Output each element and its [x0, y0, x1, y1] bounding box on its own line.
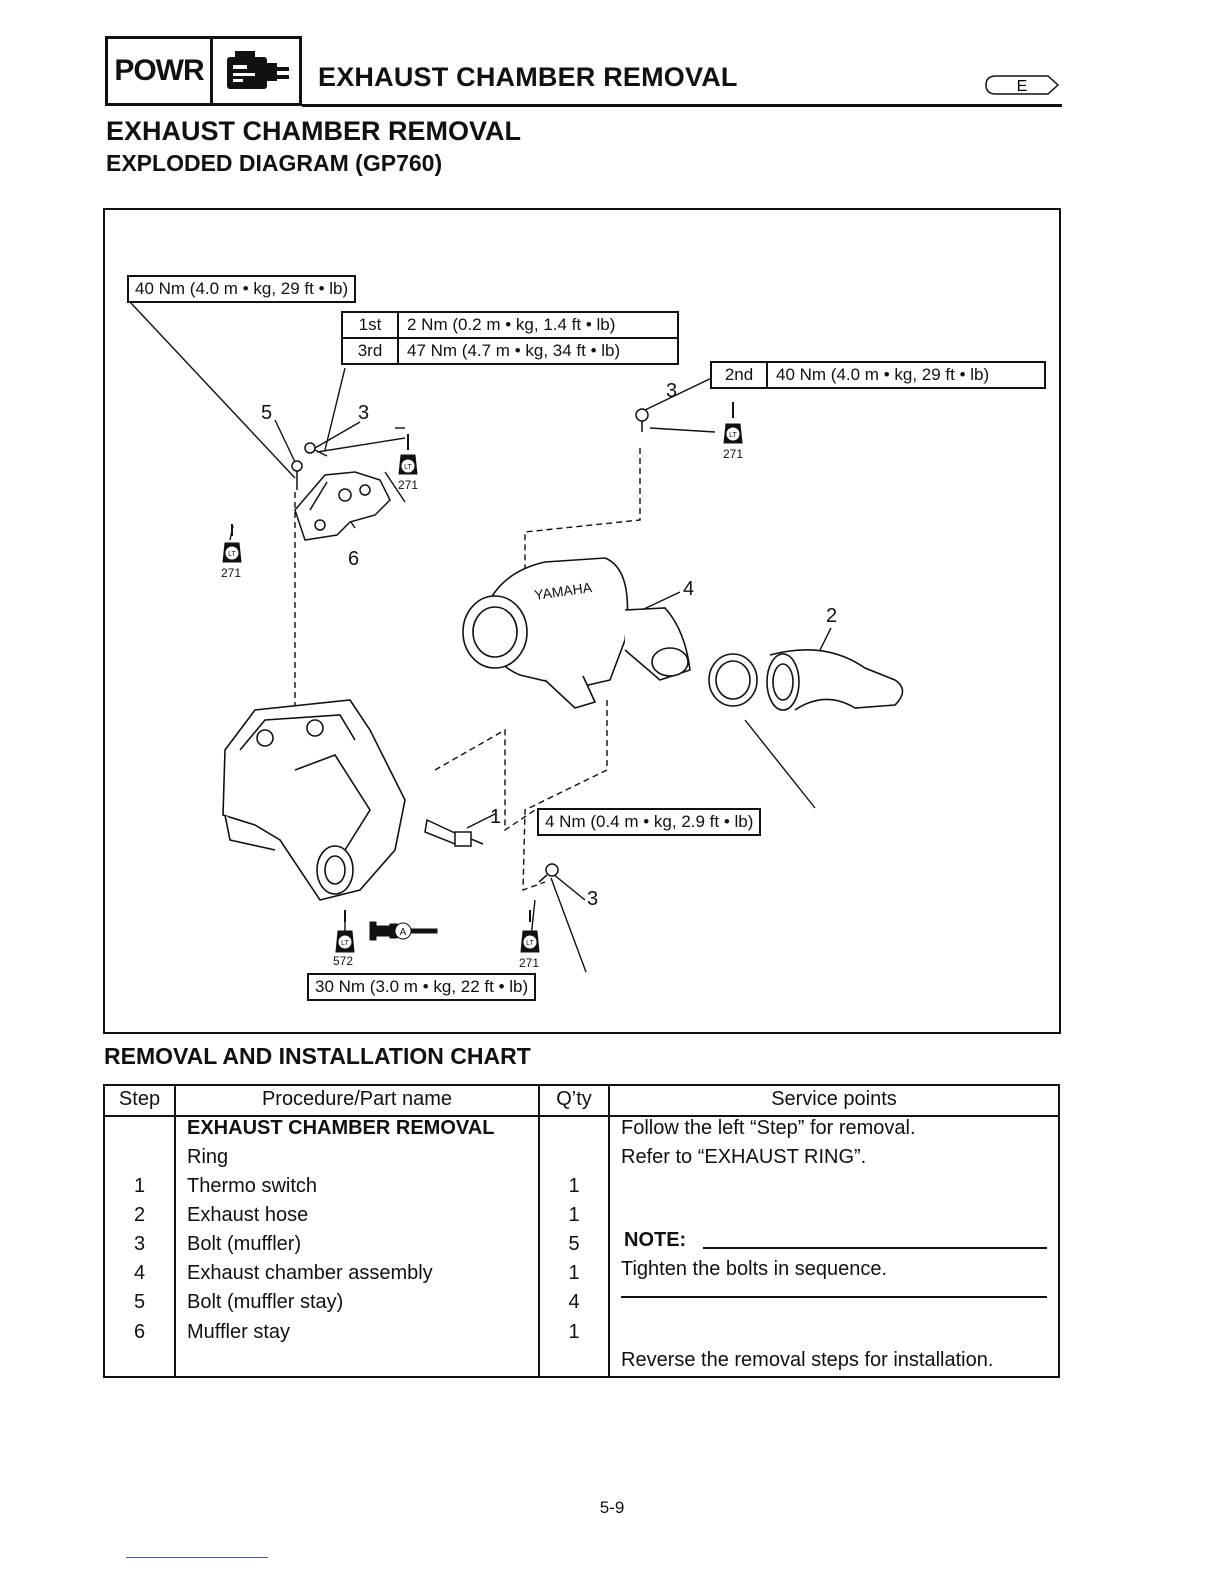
thermo-switch	[424, 818, 484, 847]
note-rule	[621, 1296, 1047, 1298]
table-row-qty: 1	[568, 1175, 580, 1197]
svg-text:LT: LT	[729, 432, 737, 439]
bolt-3-lower	[538, 863, 559, 883]
callout-4: 4	[683, 578, 695, 600]
lt-code: 271	[723, 447, 744, 461]
svg-text:LT: LT	[341, 940, 349, 947]
table-row-part: Bolt (muffler)	[187, 1233, 302, 1255]
footer-rule	[126, 1557, 268, 1558]
exhaust-hose	[708, 648, 904, 711]
column-header-service: Service points	[771, 1088, 897, 1110]
torque-spec-muffler-bolt: 30 Nm (3.0 m • kg, 22 ft • lb)	[307, 973, 537, 1001]
svg-text:A: A	[400, 927, 407, 938]
diagram-subtitle: EXPLODED DIAGRAM (GP760)	[106, 150, 443, 176]
tab-divider	[210, 39, 213, 103]
service-point: Follow the left “Step” for removal.	[621, 1117, 916, 1139]
table-row-part: EXHAUST CHAMBER REMOVAL	[187, 1117, 495, 1139]
grease-icon: A	[369, 921, 438, 941]
table-row-step: 5	[133, 1291, 146, 1313]
svg-text:LT: LT	[228, 551, 236, 558]
callout-3: 3	[358, 402, 370, 424]
column-divider	[538, 1086, 540, 1376]
table-row-step: 3	[133, 1233, 146, 1255]
table-row-step: 6	[133, 1321, 146, 1343]
diagram-drawing: YAMAHA LT LT	[129, 301, 904, 973]
torque-spec-muffler-stay-bolt: 40 Nm (4.0 m • kg, 29 ft • lb)	[127, 275, 357, 303]
header-rule	[302, 104, 1062, 107]
bolt-5	[291, 460, 303, 490]
note-rule	[703, 1247, 1047, 1249]
table-row-step: 2	[133, 1204, 146, 1226]
torque-spec-first: 1st 2 Nm (0.2 m • kg, 1.4 ft • lb)	[341, 311, 679, 339]
table-row-qty: 1	[568, 1321, 580, 1343]
callout-2: 2	[826, 605, 838, 627]
header-divider	[105, 1115, 1058, 1117]
loctite-symbols: LT LT LT LT LT	[222, 402, 743, 953]
lt-icon: LT	[520, 910, 540, 953]
callout-3: 3	[587, 888, 599, 910]
bolt-3-upper-left	[304, 442, 328, 457]
table-row-qty: 4	[568, 1291, 580, 1313]
lt-icon: LT	[222, 524, 242, 563]
column-header-step: Step	[118, 1088, 161, 1110]
bolt-3-upper-right	[635, 408, 649, 432]
table-row-part: Thermo switch	[187, 1175, 318, 1197]
column-header-qty: Q’ty	[556, 1088, 592, 1110]
section-code: POWR	[114, 54, 204, 87]
table-row-step: 1	[133, 1175, 146, 1197]
page-number: 5-9	[599, 1498, 625, 1517]
table-row-step: 4	[133, 1262, 146, 1284]
lt-code: 271	[221, 566, 242, 580]
callout-6: 6	[348, 548, 360, 570]
language-badge: E	[984, 74, 1060, 96]
table-row-qty: 1	[568, 1262, 580, 1284]
column-divider	[608, 1086, 610, 1376]
lt-icon: LT	[398, 434, 418, 475]
column-divider	[174, 1086, 176, 1376]
section-tab: POWR	[105, 36, 302, 106]
exploded-diagram: YAMAHA LT LT	[103, 208, 1061, 1034]
service-point-final: Reverse the removal steps for installati…	[621, 1349, 994, 1371]
torque-spec-second: 2nd 40 Nm (4.0 m • kg, 29 ft • lb)	[710, 361, 1046, 389]
table-row-part: Exhaust hose	[187, 1204, 309, 1226]
chart-heading: REMOVAL AND INSTALLATION CHART	[104, 1043, 531, 1069]
header-title: EXHAUST CHAMBER REMOVAL	[318, 62, 738, 92]
callout-1: 1	[490, 806, 502, 828]
column-header-part: Procedure/Part name	[261, 1088, 453, 1110]
callout-5: 5	[261, 402, 273, 424]
table-row-qty: 5	[568, 1233, 580, 1255]
engine-icon	[227, 51, 289, 89]
lt-icon: LT	[335, 910, 355, 953]
note-label: NOTE:	[624, 1229, 687, 1251]
svg-text:LT: LT	[404, 464, 412, 471]
torque-spec-thermo-switch: 4 Nm (0.4 m • kg, 2.9 ft • lb)	[537, 808, 762, 836]
service-point: Refer to “EXHAUST RING”.	[621, 1146, 867, 1168]
table-row-qty: 1	[568, 1204, 580, 1226]
table-row-part: Muffler stay	[187, 1321, 290, 1343]
table-row-part: Exhaust chamber assembly	[187, 1262, 433, 1284]
exhaust-manifold	[222, 699, 406, 901]
svg-text:LT: LT	[526, 940, 534, 947]
removal-installation-table: Step Procedure/Part name Q’ty Service po…	[103, 1084, 1060, 1378]
table-row-part: Ring	[187, 1146, 229, 1168]
exhaust-chamber: YAMAHA	[462, 557, 691, 709]
page-title: EXHAUST CHAMBER REMOVAL	[106, 116, 522, 146]
lt-code: 271	[398, 478, 419, 492]
torque-spec-third: 3rd 47 Nm (4.7 m • kg, 34 ft • lb)	[341, 337, 679, 365]
svg-text:E: E	[1017, 78, 1028, 95]
lt-code: 271	[519, 956, 540, 970]
callout-3: 3	[666, 380, 678, 402]
lt-icon: LT	[723, 402, 743, 444]
muffler-stay	[294, 471, 391, 541]
note-text: Tighten the bolts in sequence.	[621, 1258, 888, 1280]
lt-code: 572	[333, 954, 354, 968]
table-row-part: Bolt (muffler stay)	[187, 1291, 344, 1313]
